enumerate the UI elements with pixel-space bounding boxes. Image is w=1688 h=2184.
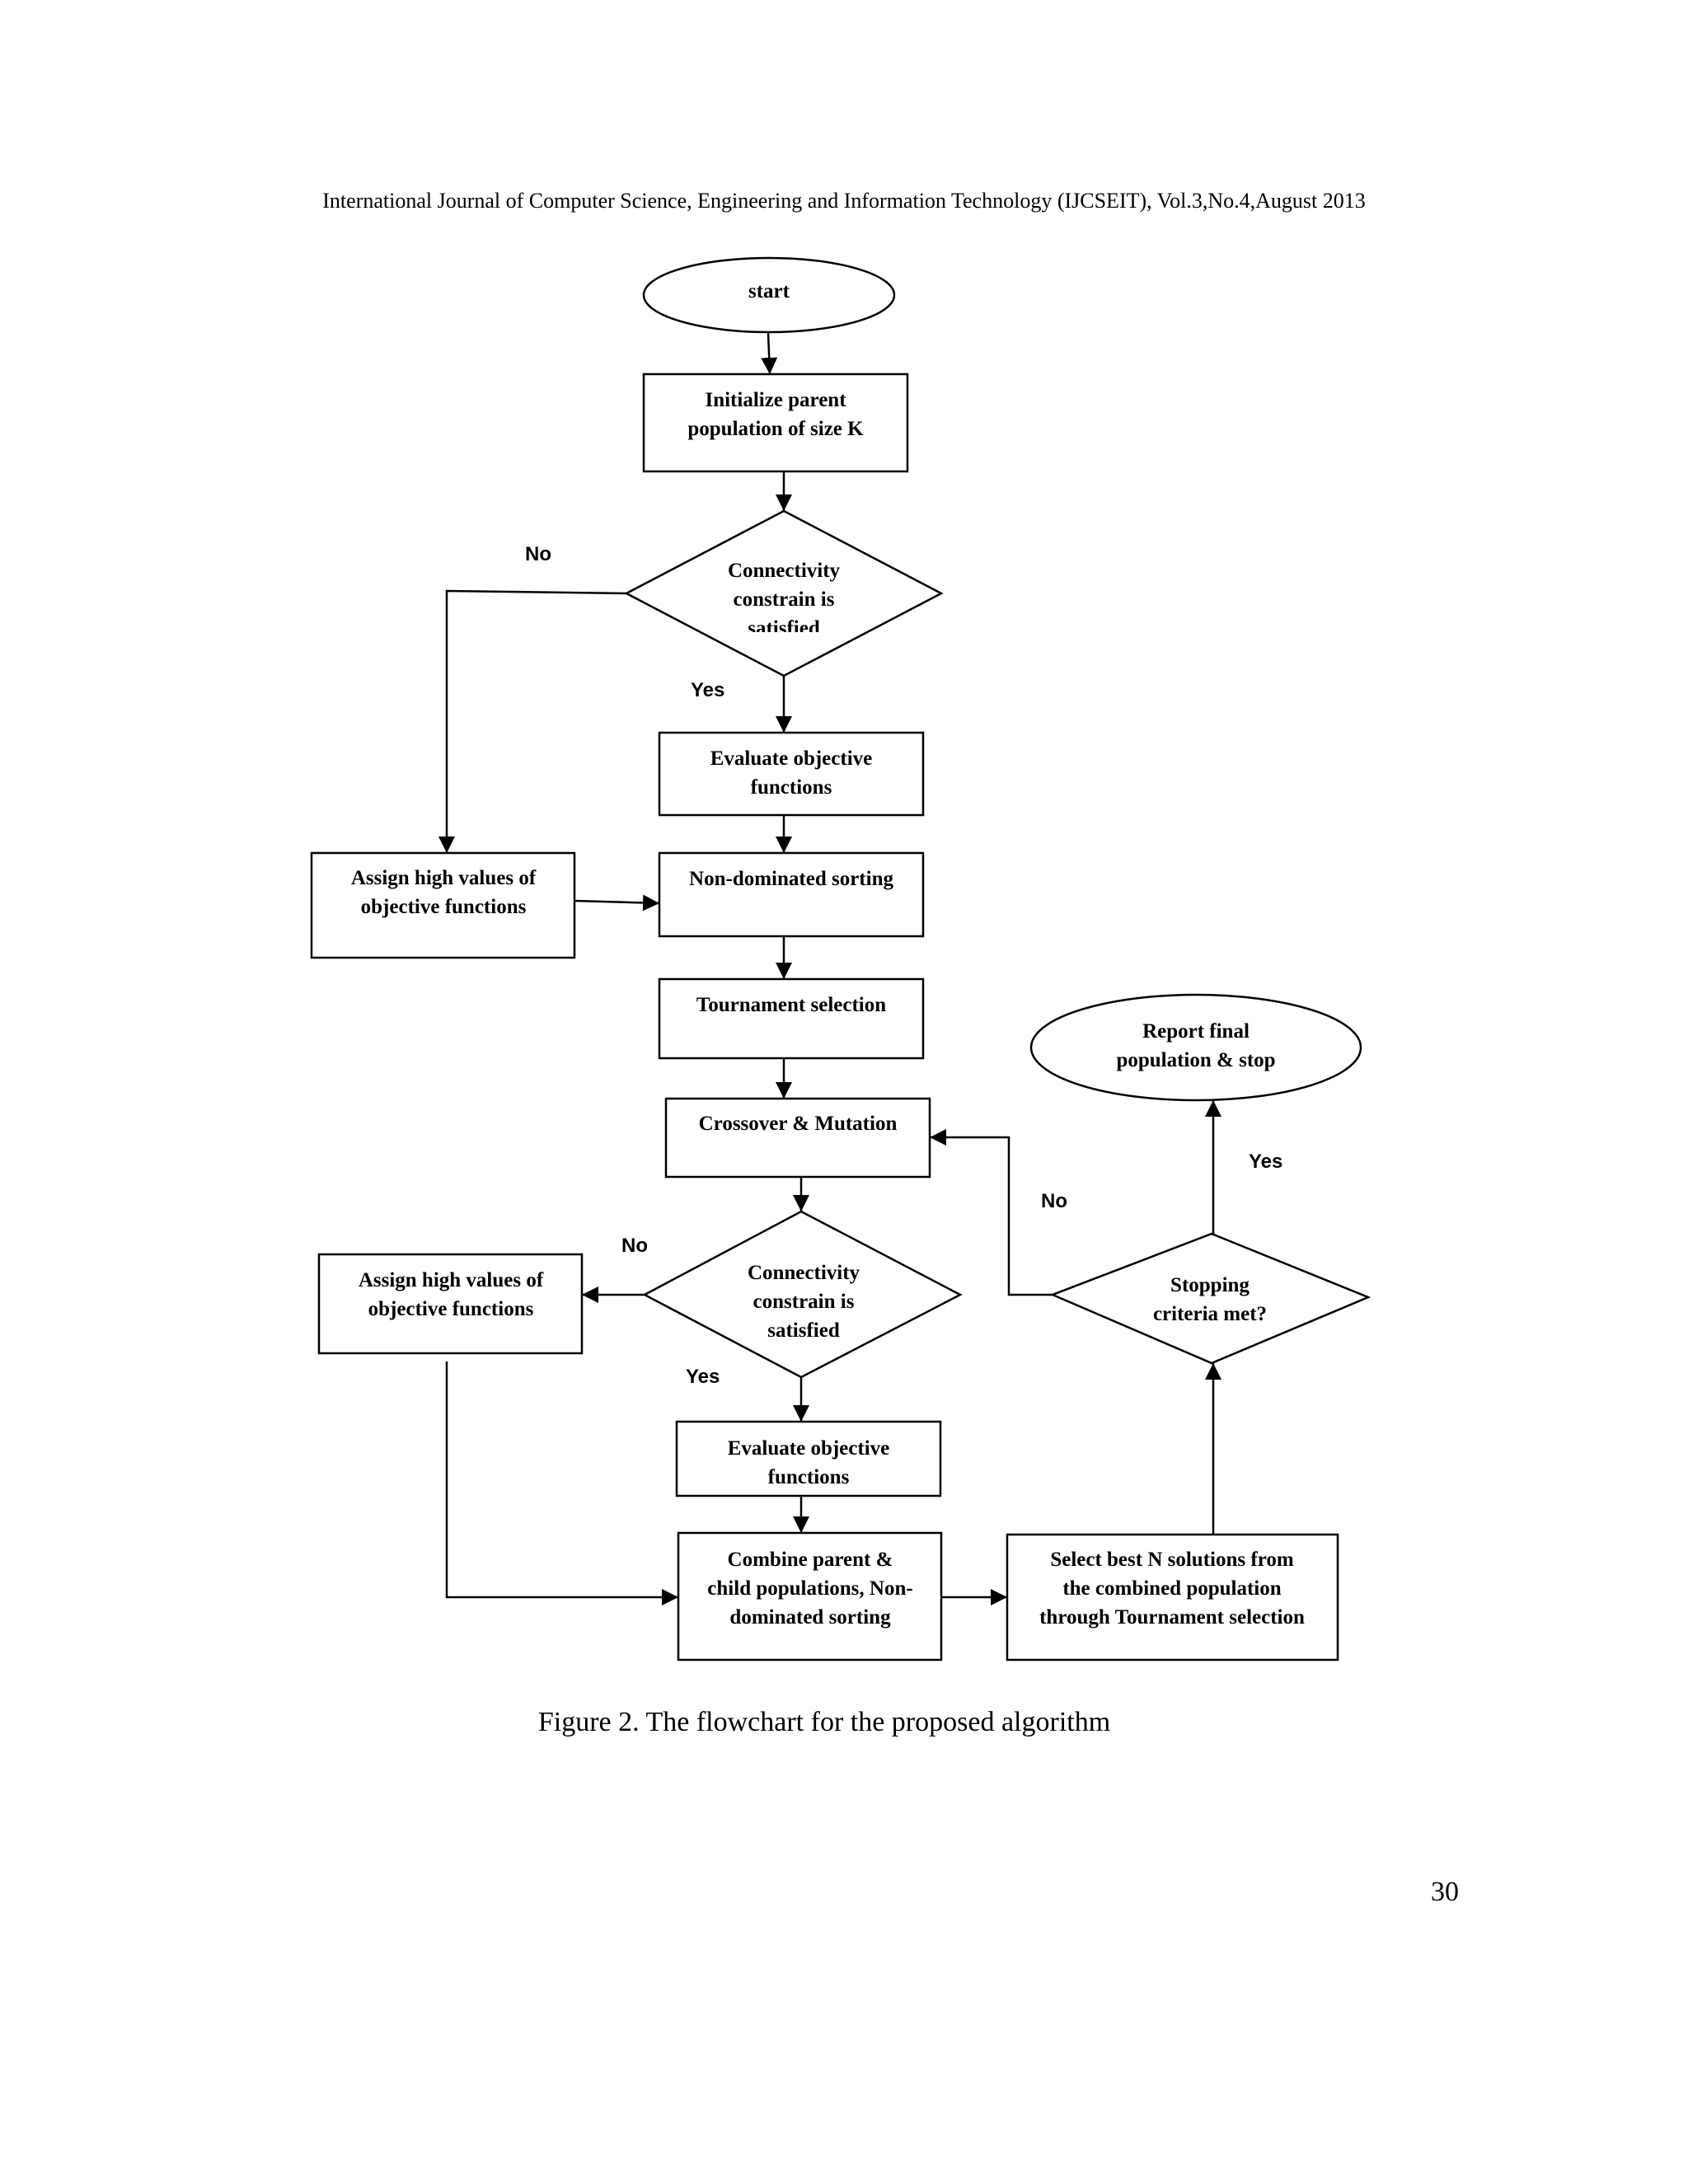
node-text-line: dominated sorting [729,1606,891,1629]
node-text-line: constrain is [753,1291,855,1313]
node-text-line: child populations, Non- [707,1577,912,1600]
node-text-line: Initialize parent [705,389,846,411]
connector-lines [438,332,1221,1605]
node-text-line: Assign high values of [359,1269,544,1291]
no-label-2: No [621,1235,648,1257]
node-text-line: population & stop [1116,1049,1275,1071]
node-text-line: Connectivity [748,1262,860,1284]
tournament-selection-node: Tournament selection [658,977,925,1060]
non-dominated-sorting-node: Non-dominated sorting [658,851,925,938]
edge-stopping-crossover [930,1129,1053,1296]
evaluate-objectives-node-1: Evaluate objective functions [658,731,925,817]
svg-text:Crossover & Mutation: Crossover & Mutation [699,1113,898,1135]
node-text-line: population of size K [687,418,864,440]
stopping-criteria-node: Stopping criteria met? [1049,1232,1372,1365]
node-text-line: constrain is [734,588,835,611]
node-text-line: Connectivity [728,560,841,582]
node-text-line: objective functions [361,896,527,918]
yes-label-1: Yes [691,679,724,701]
assign-high-values-node-2: Assign high values of objective functions [317,1253,584,1355]
node-text-line: start [748,280,790,302]
svg-text:Non-dominated sorting: Non-dominated sorting [689,868,893,890]
node-text-line: Non-dominated sorting [689,868,893,890]
connectivity-check-node-1: Connectivity constrain is satisfied [624,509,944,677]
journal-header: International Journal of Computer Scienc… [322,189,1366,213]
no-label-1: No [525,543,551,565]
yes-label-3: Yes [1249,1151,1282,1173]
edge-check1-assign1 [438,589,627,853]
page-number: 30 [1431,1877,1459,1907]
node-text-line: Report final [1142,1020,1250,1043]
init-population-node: Initialize parent population of size K [642,373,909,473]
select-best-solutions-node: Select best N solutions from the combined… [1006,1533,1339,1661]
node-text-line: through Tournament selection [1039,1606,1305,1629]
svg-text:Tournament selection: Tournament selection [696,994,886,1016]
node-text-line: the combined population [1062,1577,1281,1600]
yes-label-2: Yes [686,1366,720,1388]
crossover-mutation-node: Crossover & Mutation [664,1097,931,1179]
node-text-line: Combine parent & [728,1549,893,1571]
node-text-line: Stopping [1170,1274,1250,1296]
svg-text:Combine parent &child populati: Combine parent & child populations, Non-d… [707,1549,912,1629]
node-text-line: Evaluate objective [728,1437,889,1460]
node-text-line: functions [751,776,832,799]
node-text-line: Assign high values of [351,867,537,889]
assign-high-values-node-1: Assign high values of objective functions [310,851,576,959]
node-text-line: satisfied [748,617,820,640]
node-text-line: criteria met? [1153,1303,1267,1325]
edge-start-init [761,332,778,375]
start-node: start [642,256,896,334]
evaluate-objectives-node-2: Evaluate objective functions [675,1420,942,1497]
edge-assign2-combine [445,1361,678,1605]
node-text-line: Select best N solutions from [1050,1549,1294,1571]
report-final-node: Report final population & stop [1029,993,1362,1102]
combine-populations-node: Combine parent & child populations, Non-d… [677,1531,943,1661]
svg-text:start: start [748,280,790,302]
edge-assign1-sort1 [574,894,660,912]
node-text-line: satisfied [767,1319,840,1342]
node-text-line: Tournament selection [696,994,886,1016]
connectivity-check-node-2: Connectivity constrain is satisfied [642,1210,963,1379]
node-text-line: objective functions [368,1298,534,1320]
node-text-line: Evaluate objective [710,748,872,770]
node-text-line: Crossover & Mutation [699,1113,898,1135]
figure-caption: Figure 2. The flowchart for the proposed… [537,1707,1111,1737]
node-text-line: functions [768,1466,850,1488]
no-label-3: No [1041,1190,1067,1212]
